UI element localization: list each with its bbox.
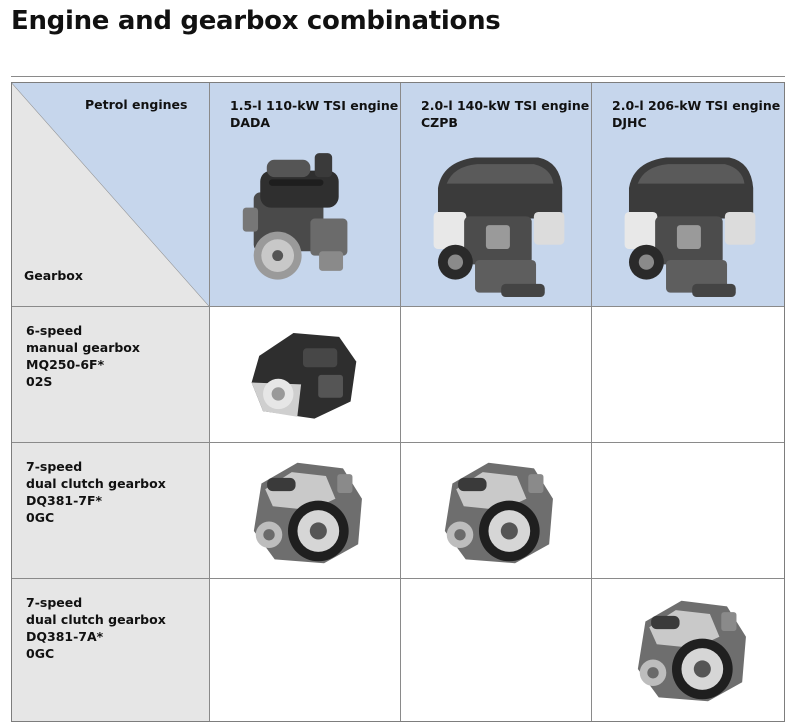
engine-1-code: DADA	[230, 115, 271, 130]
gearbox-1-type: manual gearbox	[26, 340, 140, 355]
cell-r3-c3	[592, 579, 784, 721]
gearbox-row-header-2: 7-speed dual clutch gearbox DQ381-7F* 0G…	[12, 443, 210, 579]
engine-3-code: DJHC	[612, 115, 647, 130]
gearbox-2-id: 0GC	[26, 510, 55, 525]
engine-2-name: 2.0-l 140-kW TSI engine	[421, 98, 590, 113]
gearbox-2-speed: 7-speed	[26, 459, 83, 474]
gearbox-1-id: 02S	[26, 374, 53, 389]
gearbox-row-header-1: 6-speed manual gearbox MQ250-6F* 02S	[12, 307, 210, 443]
engine-header-1: 1.5-l 110-kW TSI engine DADA	[210, 83, 401, 307]
gearbox-label: Gearbox	[24, 268, 83, 283]
gearbox-1-code: MQ250-6F*	[26, 357, 105, 372]
gearbox-3-speed: 7-speed	[26, 595, 83, 610]
cell-r2-c1	[210, 443, 401, 579]
engine-2-0-tsi-image	[624, 157, 756, 297]
engine-header-3: 2.0-l 206-kW TSI engine DJHC	[592, 83, 784, 307]
engine-header-2: 2.0-l 140-kW TSI engine CZPB	[401, 83, 592, 307]
engine-2-0-tsi-image	[433, 157, 565, 297]
manual-gearbox-image	[251, 333, 357, 419]
cell-r2-c2	[401, 443, 592, 579]
engine-2-code: CZPB	[421, 115, 458, 130]
diagonal-line	[12, 83, 209, 306]
cell-r3-c1	[210, 579, 401, 721]
gearbox-1-speed: 6-speed	[26, 323, 83, 338]
engine-1-5-tsi-image	[242, 153, 348, 280]
gearbox-2-type: dual clutch gearbox	[26, 476, 166, 491]
engine-3-name: 2.0-l 206-kW TSI engine	[612, 98, 781, 113]
cell-r1-c1	[210, 307, 401, 443]
combination-table: Petrol engines Gearbox 1.5-l 110-kW TSI …	[11, 82, 785, 722]
cell-r3-c2	[401, 579, 592, 721]
petrol-engines-label: Petrol engines	[85, 97, 188, 112]
cell-r1-c2	[401, 307, 592, 443]
gearbox-3-id: 0GC	[26, 646, 55, 661]
gearbox-row-header-3: 7-speed dual clutch gearbox DQ381-7A* 0G…	[12, 579, 210, 721]
dual-clutch-gearbox-image	[637, 600, 746, 702]
dual-clutch-gearbox-image	[253, 462, 362, 564]
cell-r2-c3	[592, 443, 784, 579]
dual-clutch-gearbox-image	[444, 462, 553, 564]
page-title: Engine and gearbox combinations	[11, 6, 501, 36]
corner-header-cell: Petrol engines Gearbox	[12, 83, 210, 307]
cell-r1-c3	[592, 307, 784, 443]
engine-1-name: 1.5-l 110-kW TSI engine	[230, 98, 399, 113]
gearbox-2-code: DQ381-7F*	[26, 493, 103, 508]
gearbox-3-code: DQ381-7A*	[26, 629, 104, 644]
title-divider	[11, 76, 785, 77]
gearbox-3-type: dual clutch gearbox	[26, 612, 166, 627]
